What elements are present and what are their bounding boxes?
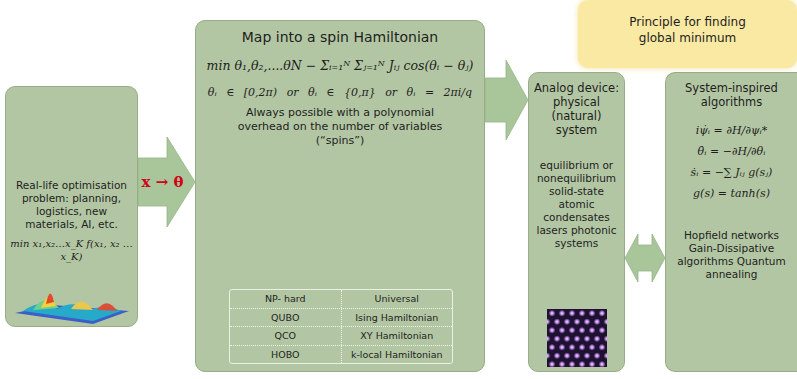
table-cell: NP- hard (230, 290, 341, 308)
block-arrow (625, 234, 665, 282)
table-cell: HOBO (230, 346, 341, 364)
analog-panel: Analog device: physical (natural) system… (528, 72, 625, 372)
panel-title: Analog device: physical (natural) system (532, 81, 622, 137)
equation: iψ̇ᵢ = ∂H/∂ψᵢ* (669, 123, 795, 138)
objective-formula: min x₁,x₂…x_K f(x₁, x₂ … x_K) (9, 237, 135, 263)
panel-note: Always possible with a polynomial overhe… (233, 106, 448, 148)
landscape-illustration (13, 283, 131, 325)
lattice-image (547, 309, 607, 367)
block-arrow (485, 60, 528, 140)
table-cell: Ising Hamiltonian (341, 309, 453, 327)
table-cell: XY Hamiltonian (341, 327, 453, 345)
table-row: HOBOk-local Hamiltonian (230, 345, 452, 364)
table-cell: Universal (341, 290, 453, 308)
panel-title: Map into a spin Hamiltonian (205, 29, 475, 46)
block-arrow (138, 137, 195, 227)
table-cell: QCO (230, 327, 341, 345)
equation: ṡᵢ = −∑ Jᵢⱼ g(sⱼ) (669, 165, 795, 180)
table-row: NP- hardUniversal (230, 290, 452, 308)
domain-formula: θᵢ ∈ [0,2π) or θᵢ ∈ {0,π} or θᵢ = 2πi/q (205, 86, 475, 100)
hamiltonian-formula: min θ₁,θ₂,....θN − Σᵢ₌₁ᴺ Σⱼ₌₁ᴺ Jᵢⱼ cos(θ… (201, 58, 479, 74)
table-cell: QUBO (230, 309, 341, 327)
problem-text: Real-life optimisation problem: planning… (11, 179, 133, 231)
equation: g(s) = tanh(s) (669, 186, 795, 201)
edge-label: x → θ (139, 173, 187, 191)
algorithms-panel: System-inspired algorithms iψ̇ᵢ = ∂H/∂ψᵢ*… (665, 72, 797, 372)
table-row: QCOXY Hamiltonian (230, 326, 452, 345)
table-row: QUBOIsing Hamiltonian (230, 308, 452, 327)
problem-panel: Real-life optimisation problem: planning… (5, 86, 138, 327)
note-text: Principle for finding global minimum (613, 14, 763, 46)
hamiltonian-panel: Map into a spin Hamiltonian min θ₁,θ₂,...… (195, 20, 485, 372)
panel-title: System-inspired algorithms (676, 81, 788, 109)
principle-note: Principle for finding global minimum (578, 0, 797, 68)
table-cell: k-local Hamiltonian (341, 346, 453, 364)
system-list: equilibrium or nonequilibrium solid-stat… (531, 159, 623, 250)
equation: θ̇ᵢ = −∂H/∂θᵢ (669, 144, 795, 159)
mapping-table: NP- hardUniversalQUBOIsing HamiltonianQC… (229, 289, 453, 364)
algorithm-list: Hopfield networks Gain-Dissipative algor… (670, 229, 794, 281)
